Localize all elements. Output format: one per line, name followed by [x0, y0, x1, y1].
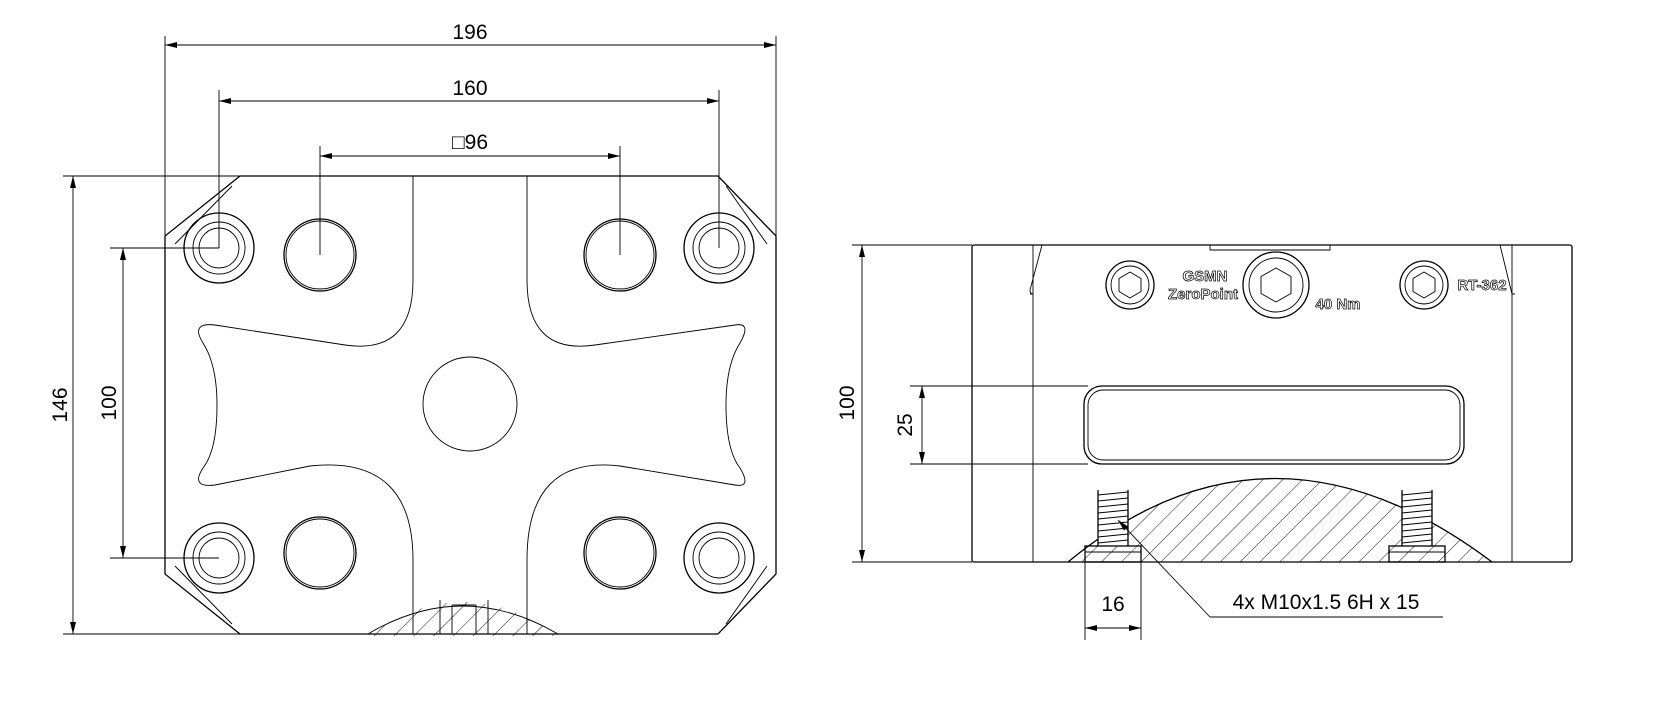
side-view-steps	[1029, 244, 1515, 562]
dim-height-overall: 146	[49, 387, 72, 422]
engraving-brand-line1: GSMN	[1183, 268, 1228, 285]
thread-callout: 4x M10x1.5 6H x 15	[1233, 591, 1420, 614]
counterbored-holes	[183, 212, 755, 594]
top-view-center-hole	[422, 356, 518, 452]
dim-width-overall: 196	[452, 21, 487, 44]
top-view-dimension-lines	[70, 42, 776, 634]
engraving-model: RT-362	[1457, 277, 1506, 294]
side-view-extension-lines	[852, 244, 1142, 640]
dim-slot-height: 25	[894, 413, 917, 436]
dim-side-height: 100	[836, 385, 859, 420]
side-view-dimension-lines	[859, 245, 1141, 631]
top-view-outline	[164, 175, 777, 635]
top-view-cross-cutout	[198, 176, 746, 634]
side-view: GSMN ZeroPoint 40 Nm RT-362	[836, 244, 1573, 640]
side-view-section	[1067, 478, 1493, 563]
top-view-extension-lines	[63, 36, 777, 635]
side-view-slot	[1083, 385, 1465, 465]
engraving-torque: 40 Nm	[1315, 296, 1360, 313]
side-view-bolts	[1105, 251, 1449, 319]
top-view-bottom-section	[367, 600, 559, 636]
thread-callout-leader	[1117, 519, 1443, 618]
large-holes	[283, 218, 657, 590]
dim-hole-spacing-outer: 160	[452, 77, 487, 100]
dim-square: □96	[452, 131, 488, 154]
top-view: 196 160 □96 146 100	[49, 21, 777, 636]
dim-hole-spacing-vertical: 100	[98, 385, 121, 420]
top-view-chamfer-inner	[174, 185, 768, 625]
dim-pocket-width: 16	[1101, 593, 1124, 616]
engraving-brand-line2: ZeroPoint	[1168, 286, 1238, 303]
